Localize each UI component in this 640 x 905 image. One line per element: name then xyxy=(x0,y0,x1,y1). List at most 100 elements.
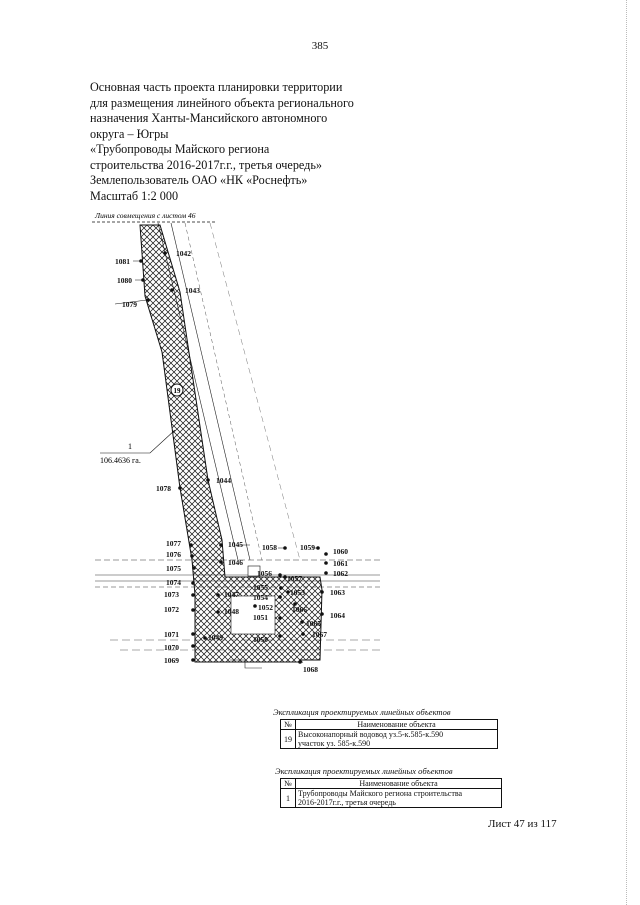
point-label: 1068 xyxy=(303,665,318,674)
boundary-point xyxy=(219,560,223,564)
table2-cell-name-line: 2016-2017г.г., третья очередь xyxy=(298,798,396,807)
boundary-point xyxy=(146,298,150,302)
area-parcel-number: 1 xyxy=(128,442,132,451)
point-label: 1050 xyxy=(253,635,268,644)
boundary-points: 1042 1043 1079 1080 1081 1044 1078 1045 … xyxy=(115,249,348,674)
boundary-point xyxy=(178,486,182,490)
boundary-point xyxy=(191,608,195,612)
header-line: Основная часть проекта планировки террит… xyxy=(90,80,343,94)
point-label: 1069 xyxy=(164,656,179,665)
point-label: 1063 xyxy=(330,588,345,597)
land-allotment-hatch xyxy=(139,224,323,663)
boundary-point xyxy=(286,590,290,594)
label-leaders xyxy=(114,260,317,549)
sheet-label: Лист 47 из 117 xyxy=(488,818,557,830)
page-number: 385 xyxy=(311,40,329,52)
boundary-point xyxy=(253,604,257,608)
boundary-point xyxy=(324,571,328,575)
scan-edge-line xyxy=(626,0,628,905)
boundary-point xyxy=(324,561,328,565)
point-label: 1073 xyxy=(164,590,179,599)
boundary-point xyxy=(283,546,287,550)
boundary-point xyxy=(293,602,297,606)
point-label: 1081 xyxy=(115,257,130,266)
boundary-point xyxy=(324,552,328,556)
point-label: 1057 xyxy=(287,574,302,583)
point-label: 1053 xyxy=(290,588,305,597)
boundary-point xyxy=(190,554,194,558)
point-label: 1055 xyxy=(253,583,268,592)
header-line: «Трубопроводы Майского региона xyxy=(90,142,270,156)
land-allotment-gap xyxy=(247,565,261,577)
boundary-point xyxy=(191,658,195,662)
point-label: 1059 xyxy=(300,543,315,552)
point-label: 1064 xyxy=(330,611,345,620)
point-label: 1075 xyxy=(166,564,181,573)
table1-caption: Экспликация проектируемых линейных объек… xyxy=(273,707,451,717)
boundary-point xyxy=(300,620,304,624)
boundary-point xyxy=(320,612,324,616)
land-allotment-gap xyxy=(230,595,276,635)
area-value: 106.4636 га. xyxy=(100,456,141,465)
boundary-point xyxy=(216,593,220,597)
boundary-point xyxy=(320,590,324,594)
boundary-point xyxy=(191,632,195,636)
scale-label: Масштаб 1:2 000 xyxy=(90,188,179,203)
boundary-point xyxy=(279,586,283,590)
table2-header-name: Наименование объекта xyxy=(295,778,502,789)
boundary-point xyxy=(203,636,207,640)
point-label: 1079 xyxy=(122,300,137,309)
point-label: 1080 xyxy=(117,276,132,285)
boundary-point xyxy=(278,634,282,638)
boundary-point xyxy=(316,546,320,550)
boundary-point xyxy=(170,288,174,292)
table-row: 1 Трубопроводы Майского региона строител… xyxy=(280,788,502,808)
boundary-point xyxy=(278,616,282,620)
table-row: 19 Высоконапорный водовод уз.5-к.585-к.5… xyxy=(280,729,498,749)
point-label: 1045 xyxy=(228,540,243,549)
table1-explication: № Наименование объекта 19 Высоконапорный… xyxy=(280,719,498,749)
table2-explication: № Наименование объекта 1 Трубопроводы Ма… xyxy=(280,778,502,808)
object-marker-circle xyxy=(170,383,184,397)
boundary-point xyxy=(219,543,223,547)
point-label: 1076 xyxy=(166,550,181,559)
table2-cell-name-line: Трубопроводы Майского региона строительс… xyxy=(298,789,463,798)
boundary-point xyxy=(206,478,210,482)
point-label: 1058 xyxy=(262,543,277,552)
header-line: Землепользователь ОАО «НК «Роснефть» xyxy=(90,173,308,187)
point-label: 1060 xyxy=(333,547,348,556)
point-label: 1067 xyxy=(312,630,327,639)
table1-header-num: № xyxy=(280,719,296,730)
table2-header-num: № xyxy=(280,778,296,789)
point-label: 1048 xyxy=(224,607,239,616)
point-label: 1042 xyxy=(176,249,191,258)
point-label: 1071 xyxy=(164,630,179,639)
table1-cell-name: Высоконапорный водовод уз.5-к.585-к.590 … xyxy=(295,729,498,749)
boundary-point xyxy=(163,251,167,255)
boundary-point xyxy=(301,632,305,636)
point-label: 1047 xyxy=(224,590,239,599)
header-line: округа – Югры xyxy=(90,126,169,141)
header-line: назначения Ханты-Мансийского автономного xyxy=(90,111,328,125)
point-label: 1061 xyxy=(333,559,348,568)
table1-cell-num: 19 xyxy=(280,729,296,749)
point-label: 1054 xyxy=(253,593,268,602)
table2-cell-name: Трубопроводы Майского региона строительс… xyxy=(295,788,502,808)
point-label: 1051 xyxy=(253,613,268,622)
point-label: 1049 xyxy=(208,633,223,642)
point-label: 1056 xyxy=(257,569,272,578)
boundary-point xyxy=(216,610,220,614)
point-label: 1065 xyxy=(306,619,321,628)
object-marker-number: 19 xyxy=(174,387,182,395)
table2-cell-num: 1 xyxy=(280,788,296,808)
header-line: для размещения линейного объекта региона… xyxy=(90,95,354,110)
table1-header-name: Наименование объекта xyxy=(295,719,498,730)
boundary-point xyxy=(141,278,145,282)
table1-cell-name-line: Высоконапорный водовод уз.5-к.585-к.590 xyxy=(298,730,444,739)
point-label: 1066 xyxy=(292,605,307,614)
header-line: строительства 2016-2017г.г., третья очер… xyxy=(90,157,323,172)
point-label: 1070 xyxy=(164,643,179,652)
boundary-point xyxy=(192,566,196,570)
table1-cell-name-line: участок уз. 585-к.590 xyxy=(298,739,371,748)
road-line xyxy=(184,222,263,561)
